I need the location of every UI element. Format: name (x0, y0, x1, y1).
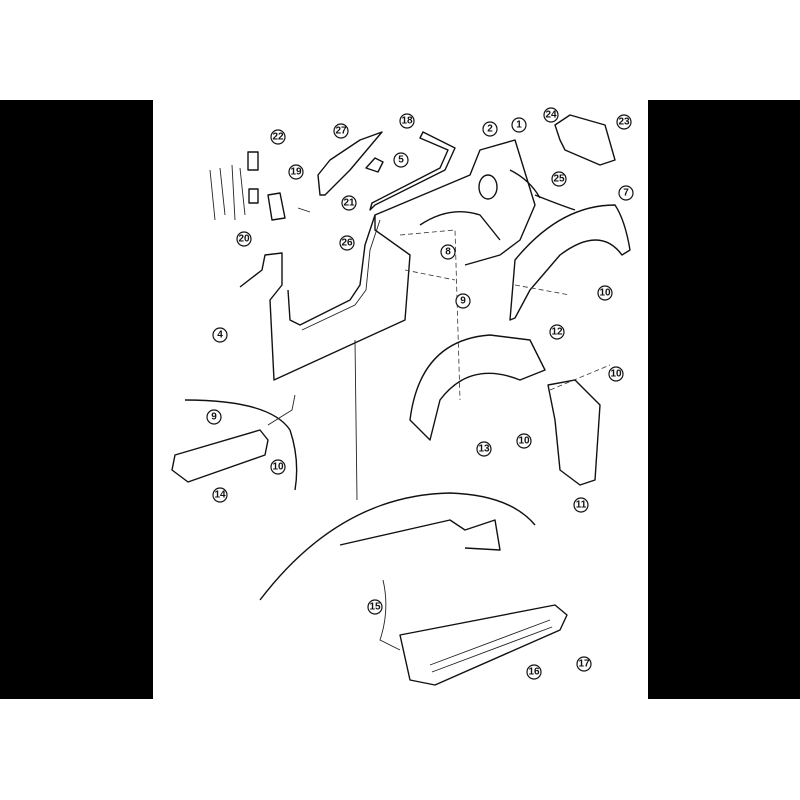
callout: 14 (212, 487, 228, 503)
callout: 5 (393, 152, 409, 168)
svg-text:14: 14 (214, 490, 226, 501)
svg-text:10: 10 (518, 436, 530, 447)
svg-text:7: 7 (623, 188, 629, 199)
svg-text:25: 25 (553, 174, 565, 185)
callout: 1 (511, 117, 527, 133)
svg-text:1: 1 (516, 120, 522, 131)
callout: 25 (551, 171, 567, 187)
wheelhouse-liner (409, 334, 546, 441)
callout: 17 (576, 656, 592, 672)
callout: 9 (206, 409, 222, 425)
callout: 10 (608, 366, 624, 382)
callout: 21 (341, 195, 357, 211)
svg-text:19: 19 (290, 167, 302, 178)
hinge-19 (267, 192, 286, 221)
svg-text:22: 22 (272, 132, 284, 143)
svg-text:2: 2 (487, 124, 493, 135)
svg-text:18: 18 (401, 116, 413, 127)
svg-text:10: 10 (599, 288, 611, 299)
step-tread (429, 619, 553, 673)
callout: 4 (212, 327, 228, 343)
door-seal-strip (369, 131, 456, 211)
callout: 27 (333, 123, 349, 139)
callout: 22 (270, 129, 286, 145)
callout: 12 (549, 324, 565, 340)
svg-text:26: 26 (341, 238, 353, 249)
callout: 11 (573, 497, 589, 513)
bracket-27 (317, 131, 383, 196)
svg-text:10: 10 (610, 369, 622, 380)
rocker-sill (339, 519, 501, 551)
svg-text:12: 12 (551, 327, 563, 338)
svg-text:9: 9 (460, 296, 466, 307)
fender-flare (509, 204, 631, 321)
callout: 2 (482, 121, 498, 137)
callout: 24 (543, 107, 559, 123)
door-hinge-area (209, 164, 246, 221)
letterbox-right (648, 100, 800, 699)
callout: 18 (399, 113, 415, 129)
parts-diagram (153, 100, 648, 699)
svg-text:23: 23 (618, 117, 630, 128)
svg-text:13: 13 (478, 444, 490, 455)
leader-15 (379, 579, 401, 651)
callout: 16 (526, 664, 542, 680)
callout: 23 (616, 114, 632, 130)
callout: 15 (367, 599, 383, 615)
screw-21 (297, 207, 311, 213)
body-side-panel (239, 139, 576, 381)
svg-text:16: 16 (528, 667, 540, 678)
leader-lines (267, 339, 358, 501)
callout: 26 (339, 235, 355, 251)
svg-text:17: 17 (578, 659, 590, 670)
svg-text:27: 27 (335, 126, 347, 137)
svg-text:4: 4 (217, 330, 223, 341)
callout: 20 (236, 231, 252, 247)
bracket-23 (554, 114, 616, 166)
callout: 7 (618, 185, 634, 201)
sill-plate (171, 429, 269, 483)
svg-text:21: 21 (343, 198, 355, 209)
callout: 10 (516, 433, 532, 449)
running-step (399, 604, 568, 686)
hinge-20 (248, 188, 259, 204)
callout: 8 (440, 244, 456, 260)
callouts: 22 27 18 2 1 24 23 19 5 21 25 7 20 26 8 … (206, 107, 634, 680)
callout: 10 (597, 285, 613, 301)
svg-text:5: 5 (398, 155, 404, 166)
svg-text:11: 11 (576, 500, 587, 511)
mud-flap (547, 379, 601, 486)
svg-text:9: 9 (211, 412, 217, 423)
callout: 10 (270, 459, 286, 475)
alignment-lines (399, 229, 611, 401)
hinge-22 (247, 151, 259, 171)
svg-text:15: 15 (369, 602, 381, 613)
part-5 (365, 157, 384, 173)
svg-text:20: 20 (238, 234, 250, 245)
svg-text:10: 10 (272, 462, 284, 473)
detail-circle-1 (184, 399, 298, 491)
callout: 19 (288, 164, 304, 180)
detail-circle-2 (259, 492, 536, 601)
callout: 13 (476, 441, 492, 457)
callout: 9 (455, 293, 471, 309)
svg-text:24: 24 (545, 110, 557, 121)
letterbox-left (0, 100, 153, 699)
svg-text:8: 8 (445, 247, 451, 258)
